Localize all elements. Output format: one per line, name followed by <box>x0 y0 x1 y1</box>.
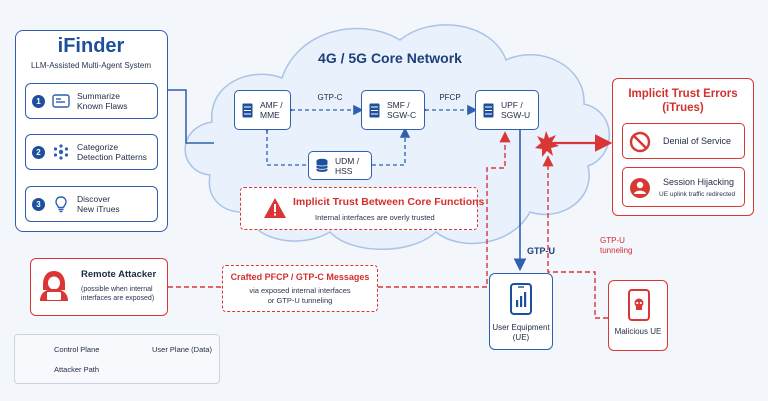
gtpu-label: GTP-U <box>527 246 555 256</box>
ifinder-connector <box>168 89 214 144</box>
node-amf-mme: AMF / MME <box>234 90 291 130</box>
smartphone-icon <box>510 283 532 315</box>
node-label: UDM / HSS <box>335 155 360 176</box>
pfcp-link-label: PFCP <box>439 93 461 102</box>
legend-attacker-path: Attacker Path <box>54 365 100 374</box>
malicious-ue-box: Malicious UE <box>608 280 668 351</box>
crafted-title: Crafted PFCP / GTP-C Messages <box>230 272 370 282</box>
malicious-phone-icon <box>628 289 650 321</box>
error-item-dos: Denial of Service <box>622 123 745 159</box>
node-label: AMF / MME <box>260 100 283 120</box>
crafted-messages-box: Crafted PFCP / GTP-C Messages via expose… <box>222 265 378 312</box>
user-icon <box>630 178 650 198</box>
legend-user-plane: User Plane (Data) <box>152 345 213 354</box>
malicious-ue-label: Malicious UE <box>614 327 662 336</box>
itrues-title: Implicit Trust Errors(iTrues) <box>628 88 738 114</box>
trust-box-title: Implicit Trust Between Core Functions <box>293 196 485 208</box>
document-list-icon <box>52 94 70 108</box>
node-udm-hss: UDM / HSS <box>308 151 372 180</box>
attacker-title: Remote Attacker <box>81 269 157 280</box>
legend <box>14 334 220 384</box>
step-number: 2 <box>32 145 45 159</box>
step-number: 3 <box>32 197 45 211</box>
error-detail: UE uplink traffic redirected <box>659 191 736 198</box>
node-label: UPF /SGW-U <box>501 100 531 120</box>
database-icon <box>316 158 328 172</box>
error-label: Session Hijacking <box>663 177 735 187</box>
error-item-hijack: Session Hijacking UE uplink traffic redi… <box>622 167 745 207</box>
server-icon <box>242 103 253 117</box>
ifinder-subtitle: LLM-Assisted Multi-Agent System <box>30 61 152 70</box>
warning-icon <box>264 198 286 218</box>
cluster-icon <box>53 144 69 160</box>
ue-label: User Equipment(UE) <box>492 323 550 342</box>
ifinder-panel: iFinder LLM-Assisted Multi-Agent System … <box>15 30 168 232</box>
lightbulb-icon <box>55 196 67 213</box>
implicit-trust-box: Implicit Trust Between Core Functions In… <box>240 187 484 230</box>
node-label: SMF /SGW-C <box>387 100 417 120</box>
itrues-panel: Implicit Trust Errors(iTrues) Denial of … <box>612 78 754 216</box>
core-network-title: 4G / 5G Core Network <box>318 50 462 66</box>
explosion-icon <box>535 131 559 157</box>
legend-control-plane: Control Plane <box>54 345 100 354</box>
node-smf-sgwc: SMF /SGW-C <box>361 90 425 130</box>
step-number: 1 <box>32 94 45 108</box>
gtpc-link-label: GTP-C <box>317 93 343 102</box>
server-icon <box>369 103 380 117</box>
server-icon <box>483 103 494 117</box>
trust-box-desc: Internal interfaces are overly trusted <box>315 213 435 222</box>
ban-icon <box>629 131 651 153</box>
node-upf-sgwu: UPF /SGW-U <box>475 90 539 130</box>
user-equipment-box: User Equipment(UE) <box>489 273 553 350</box>
error-label: Denial of Service <box>663 136 732 146</box>
hacker-icon <box>40 271 68 301</box>
ifinder-title: iFinder <box>57 35 125 57</box>
